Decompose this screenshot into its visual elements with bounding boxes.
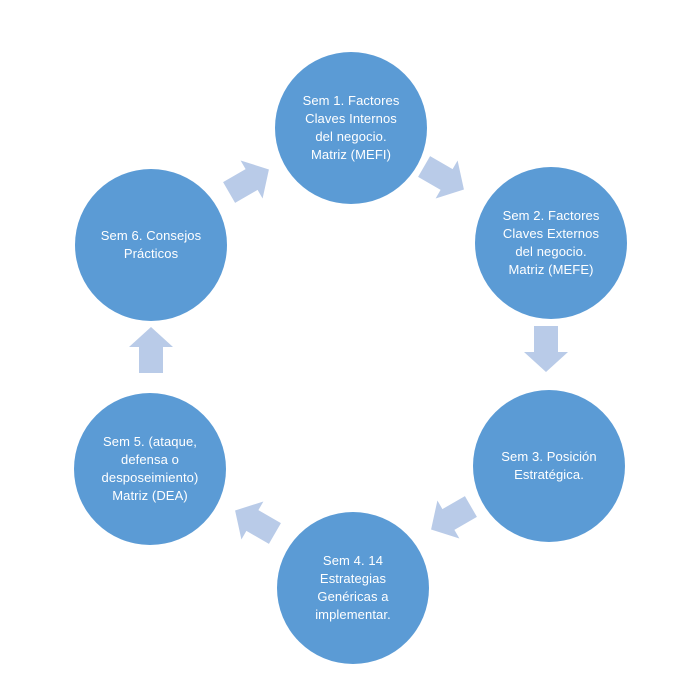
arrow-sem2-to-sem3-icon (524, 326, 568, 372)
node-sem4-label: Sem 4. 14 Estrategias Genéricas a implem… (315, 553, 391, 622)
arrow-sem6-to-sem1-icon (223, 160, 269, 203)
node-sem2-label: Sem 2. Factores Claves Externos del nego… (502, 208, 600, 277)
arrow-sem5-to-sem6-icon (129, 327, 173, 373)
node-sem4: Sem 4. 14 Estrategias Genéricas a implem… (277, 512, 429, 664)
node-sem1: Sem 1. Factores Claves Internos del nego… (275, 52, 427, 204)
arrow-sem1-to-sem2-icon (418, 156, 464, 199)
node-sem5-label: Sem 5. (ataque, defensa o desposeimiento… (101, 434, 199, 503)
node-sem2: Sem 2. Factores Claves Externos del nego… (475, 167, 627, 319)
node-sem3: Sem 3. Posición Estratégica. (473, 390, 625, 542)
node-sem1-label: Sem 1. Factores Claves Internos del nego… (302, 93, 400, 162)
arrow-sem3-to-sem4-icon (431, 496, 477, 539)
node-sem6: Sem 6. Consejos Prácticos (75, 169, 227, 321)
node-sem5: Sem 5. (ataque, defensa o desposeimiento… (74, 393, 226, 545)
node-sem3-label: Sem 3. Posición Estratégica. (501, 449, 597, 482)
node-sem6-label: Sem 6. Consejos Prácticos (100, 228, 202, 261)
arrow-sem4-to-sem5-icon (235, 501, 281, 544)
